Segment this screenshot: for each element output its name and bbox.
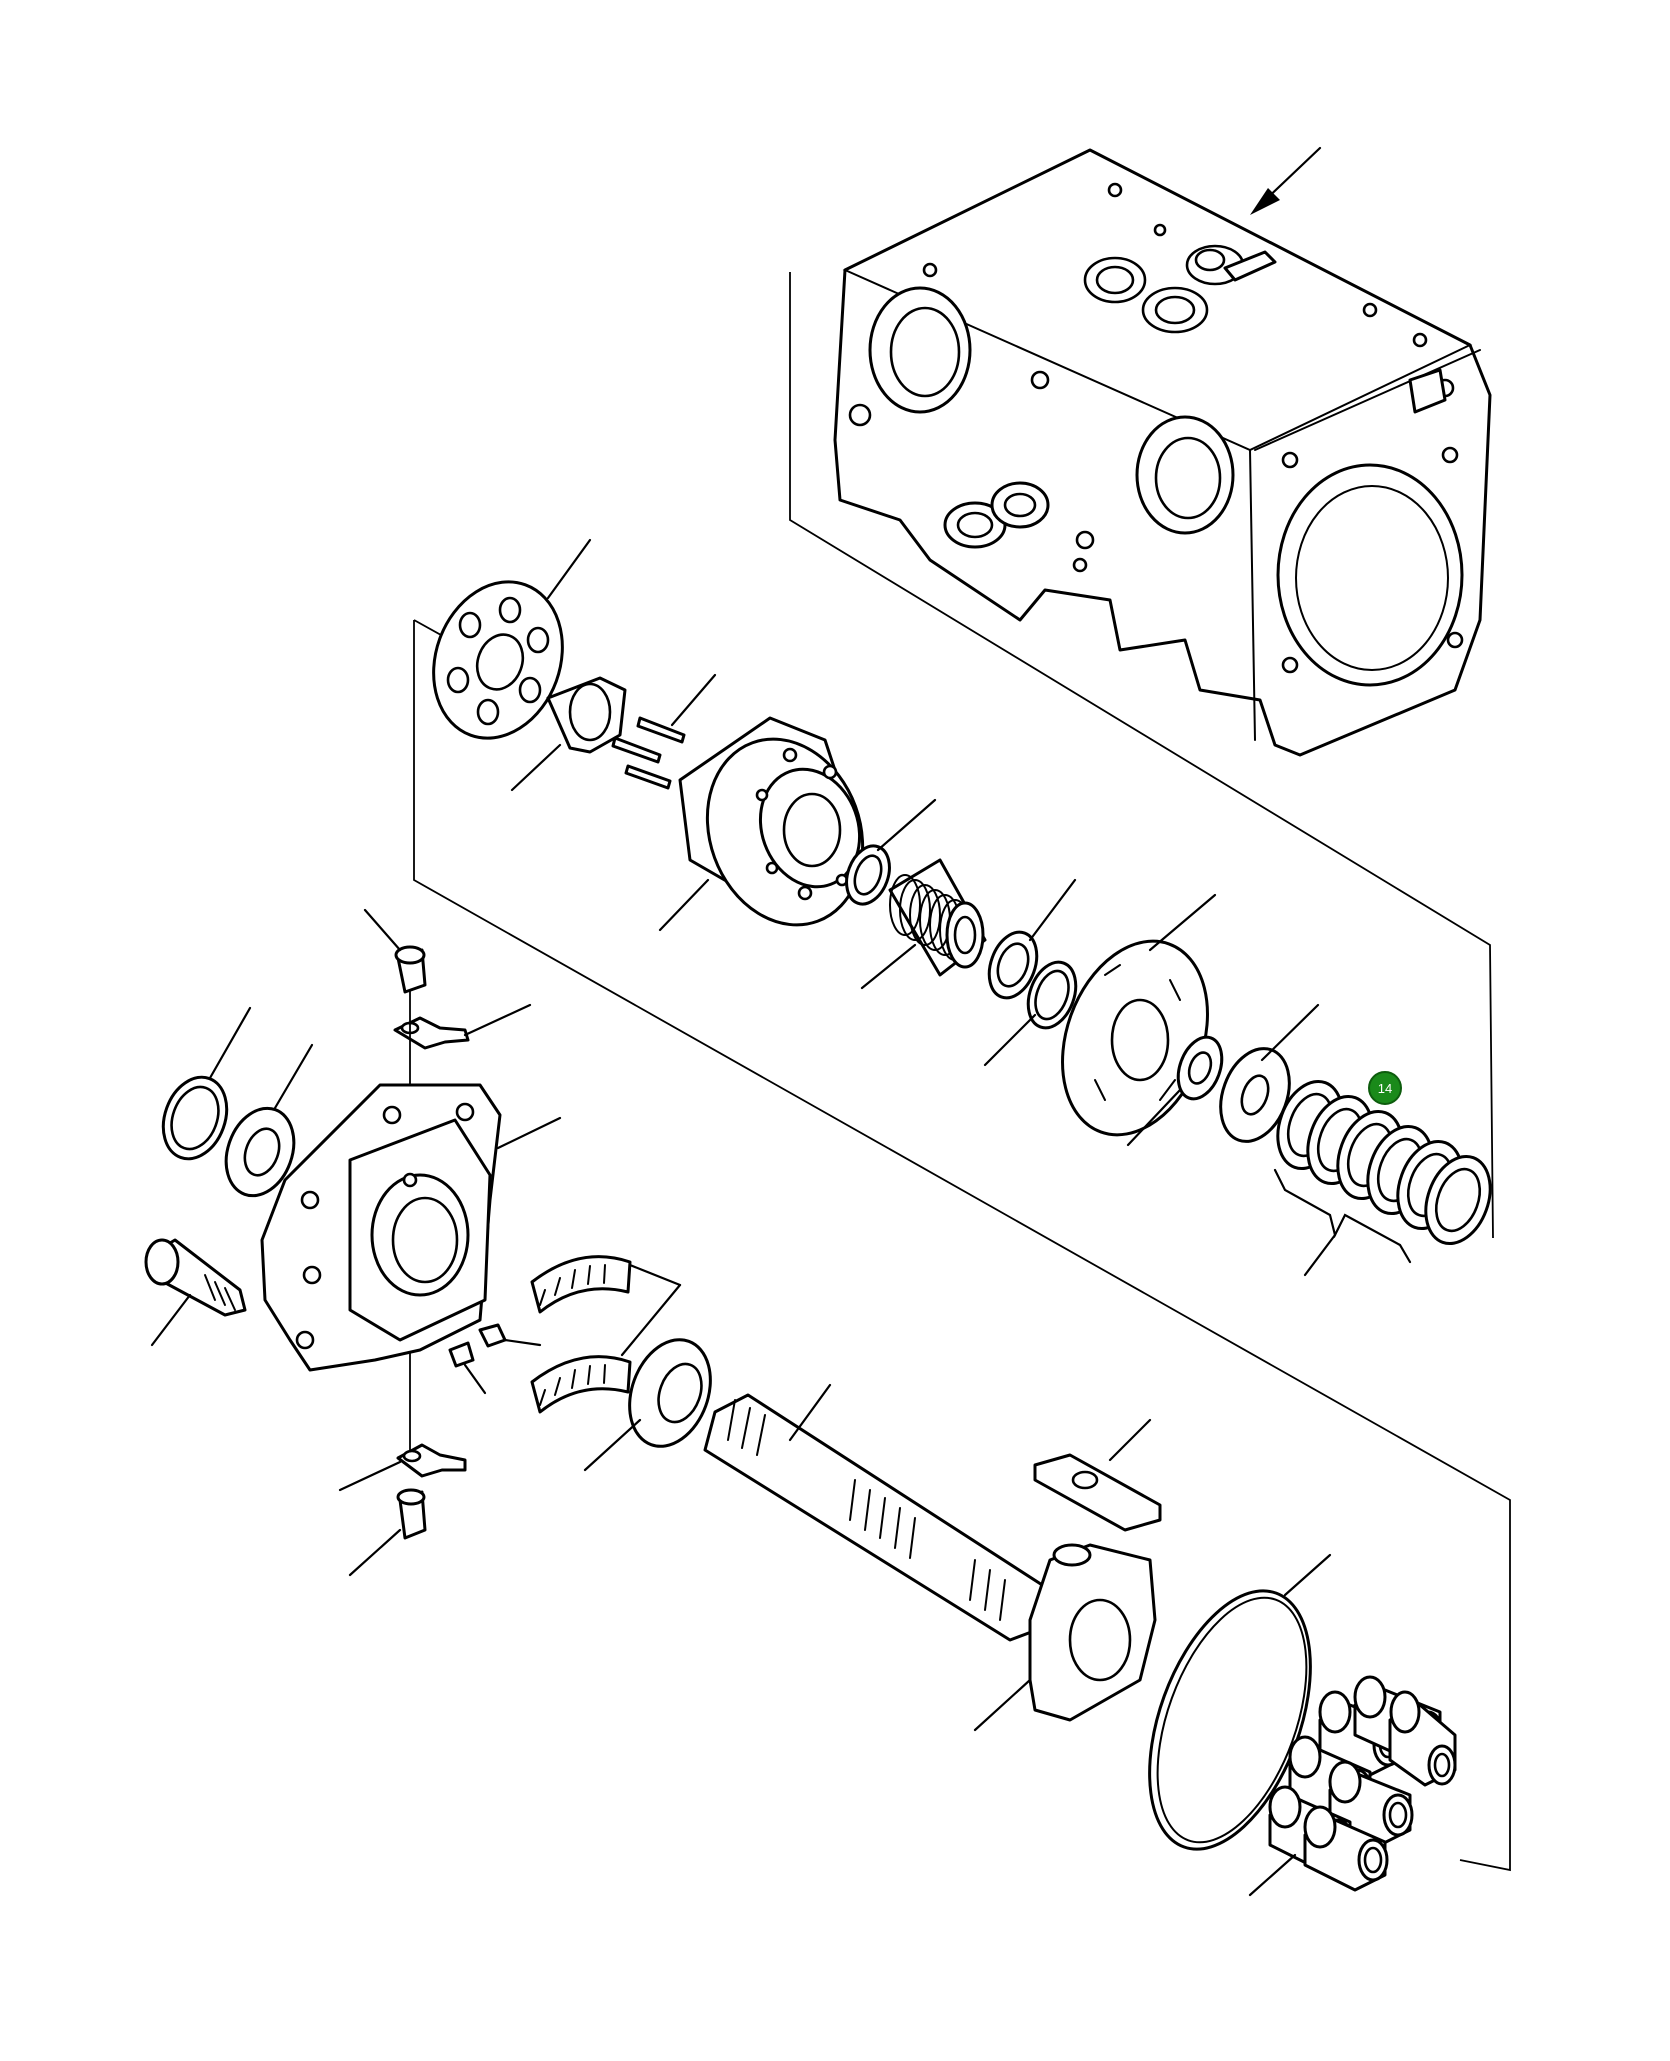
washer-1 xyxy=(845,798,937,906)
ball-bearing xyxy=(583,1338,712,1472)
drive-shaft xyxy=(703,1383,1052,1642)
key-plate xyxy=(1033,1418,1162,1532)
callout-14-label[interactable]: 14 xyxy=(1378,1081,1392,1096)
coil-spring xyxy=(860,858,987,990)
clip-bottom xyxy=(338,1443,467,1492)
pins xyxy=(611,673,717,790)
pin-top xyxy=(363,908,427,994)
servo-block xyxy=(973,1543,1157,1732)
cylinder-block xyxy=(658,716,865,932)
piston-set xyxy=(1248,1675,1457,1897)
washer-2 xyxy=(987,878,1077,1000)
retainer-plate xyxy=(432,538,592,740)
snap-ring xyxy=(983,960,1078,1067)
valve-plate xyxy=(1061,893,1217,1137)
bearing-race xyxy=(1219,1003,1320,1143)
bearing-half-lower xyxy=(530,1355,632,1414)
callout-14[interactable]: 14 xyxy=(1368,1071,1402,1105)
oil-seal xyxy=(224,1043,314,1198)
dowel-pins xyxy=(448,1323,542,1395)
front-housing xyxy=(260,1083,562,1372)
bearing-half-upper xyxy=(530,1255,682,1357)
clip-top xyxy=(393,1003,532,1050)
snap-ring-left xyxy=(161,1006,252,1161)
ball-guide xyxy=(510,676,627,792)
spring-stack xyxy=(1273,1079,1492,1277)
washer-3 xyxy=(1126,1035,1224,1147)
pin-bottom xyxy=(348,1488,427,1577)
bolt xyxy=(144,1238,247,1347)
pump-housing xyxy=(833,146,1492,757)
callout-14-circle[interactable] xyxy=(1368,1071,1402,1105)
